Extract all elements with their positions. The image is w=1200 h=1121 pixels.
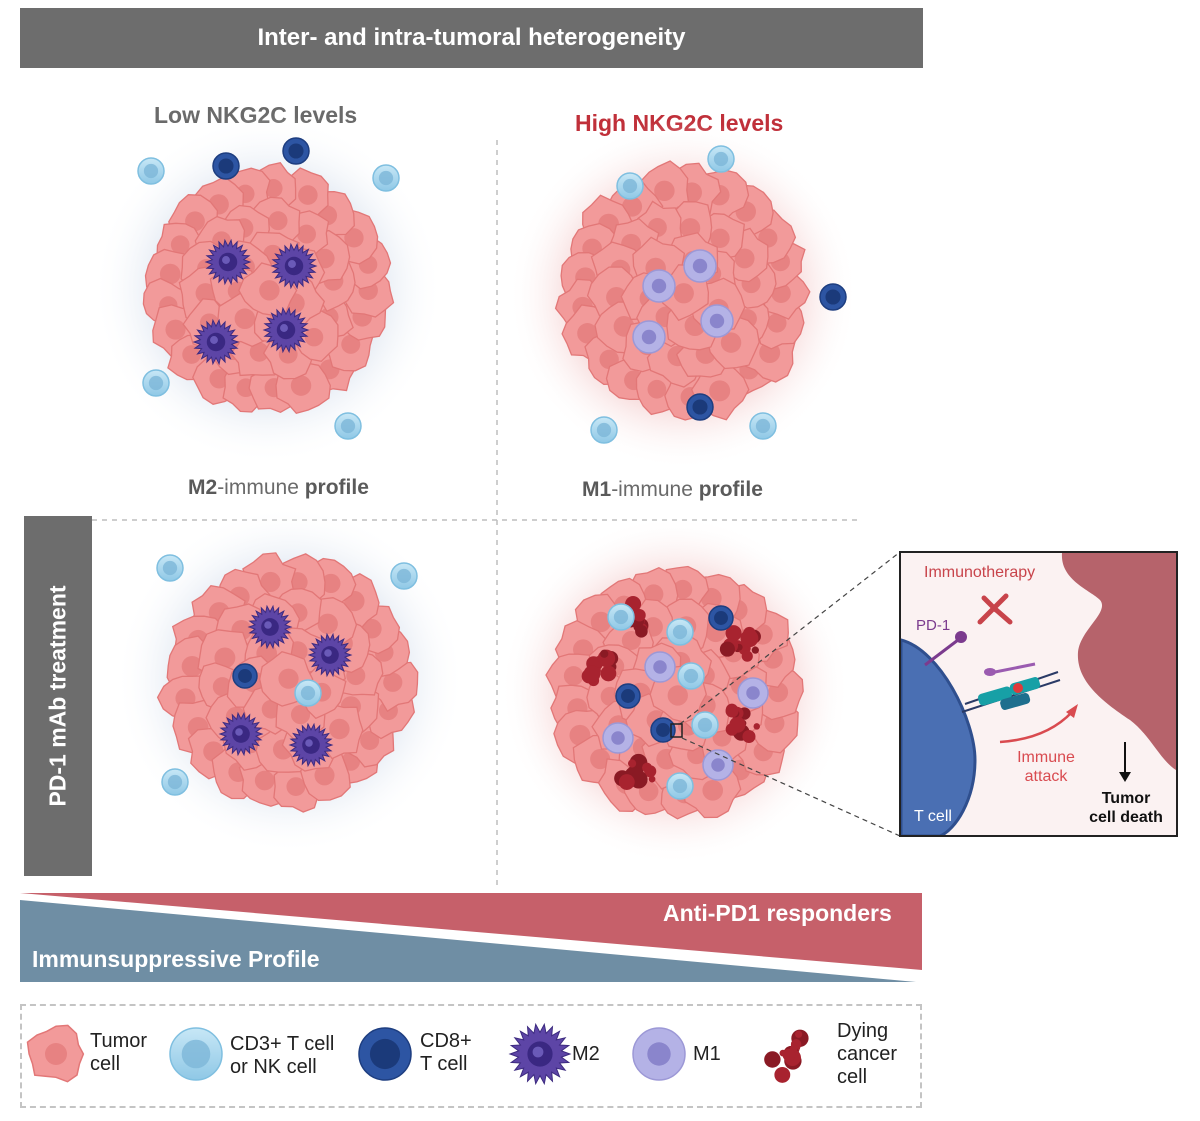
m2-profile-label: M2-immune profile [188,476,369,499]
cd8-cell [232,663,258,689]
cd3-cell [142,369,170,397]
m2-cell [508,1022,572,1086]
m1-cell [602,722,634,754]
attack-arrow [999,711,1073,744]
pd1-label: PD-1 [916,617,951,634]
cd8-cell [708,605,734,631]
m2-cell [204,238,252,286]
m2-cell [262,306,310,354]
cd3-cell [294,679,322,707]
pd1-treatment-tab: PD-1 mAb treatment [24,516,92,876]
m2-cell [270,242,318,290]
cd8-cell [615,683,641,709]
cd3-cell [666,618,694,646]
dying-cancer-cell [725,703,760,744]
cd3-cell [390,562,418,590]
cd3-cell [666,772,694,800]
m1-cell [683,249,717,283]
legend-dying-icon [764,1029,809,1083]
m2-cell [288,722,334,768]
m1-cell [737,677,769,709]
responders-wedge [20,893,922,970]
zoom-line-bottom [681,737,901,837]
legend-m1-icon [632,1027,686,1081]
cd3-cell [590,416,618,444]
cd3-cell [616,172,644,200]
suppressive-label: Immunsuppressive Profile [32,946,320,972]
m2-cell [192,318,240,366]
immunotherapy-label: Immunotherapy [924,564,1036,581]
legend-box [20,1004,922,1108]
m2-cell [218,711,264,757]
immune-cells [137,137,847,800]
cd8-cell [212,152,240,180]
dying-cancer-cell [719,625,761,662]
legend-m2-icon [508,1022,572,1086]
legend-cd8-icon [358,1027,412,1081]
antibody-icon [977,593,1013,625]
cd3-cell [677,662,705,690]
legend-icons [26,1022,809,1086]
cd8-cell [282,137,310,165]
dying-cancer-cell [581,649,619,687]
cd8-cell [819,283,847,311]
cd3-cell [334,412,362,440]
zoom-box [670,723,683,738]
tumor-cluster-top-left [142,161,395,415]
zoom-line-top [679,551,901,725]
t-cell-label: T cell [914,808,952,825]
m1-cell [644,651,676,683]
dying-cancer-cell [614,753,657,790]
cd8-cell [686,393,714,421]
cd3-cell [707,145,735,173]
legend-m2-label: M2 [572,1043,600,1065]
m2-cell [247,604,293,650]
responders-label: Anti-PD1 responders [663,900,892,926]
legend-cd8-label: CD8+T cell [420,1030,472,1075]
legend-tumor-icon [26,1024,85,1083]
m1-cell [642,269,676,303]
cd3-cell [156,554,184,582]
title-banner: Inter- and intra-tumoral heterogeneity [20,8,923,68]
pd1-receptor [955,631,967,643]
cd3-cell [607,603,635,631]
legend-cd3-icon [169,1027,223,1081]
title-text: Inter- and intra-tumoral heterogeneity [257,24,686,51]
receptor-complex [961,662,1061,713]
m1-cell [632,1027,686,1081]
m1-cell [700,304,734,338]
cd3-cell [372,164,400,192]
m2-cell [307,632,353,678]
suppressive-wedge [20,900,916,982]
cd3-cell [691,711,719,739]
inset-panel [899,551,1178,837]
legend-m1-label: M1 [693,1043,721,1065]
cd3-cell [169,1027,223,1081]
cd8-cell [358,1027,412,1081]
cd3-cell [749,412,777,440]
tumor-cell-shape [1061,553,1176,770]
m1-cell [632,320,666,354]
m1-profile-label: M1-immune profile [582,478,763,501]
cd3-cell [137,157,165,185]
cd8-cell [650,717,676,743]
t-cell-shape [901,638,977,835]
dying-cancer-cell [764,1029,809,1083]
cd3-cell [161,768,189,796]
